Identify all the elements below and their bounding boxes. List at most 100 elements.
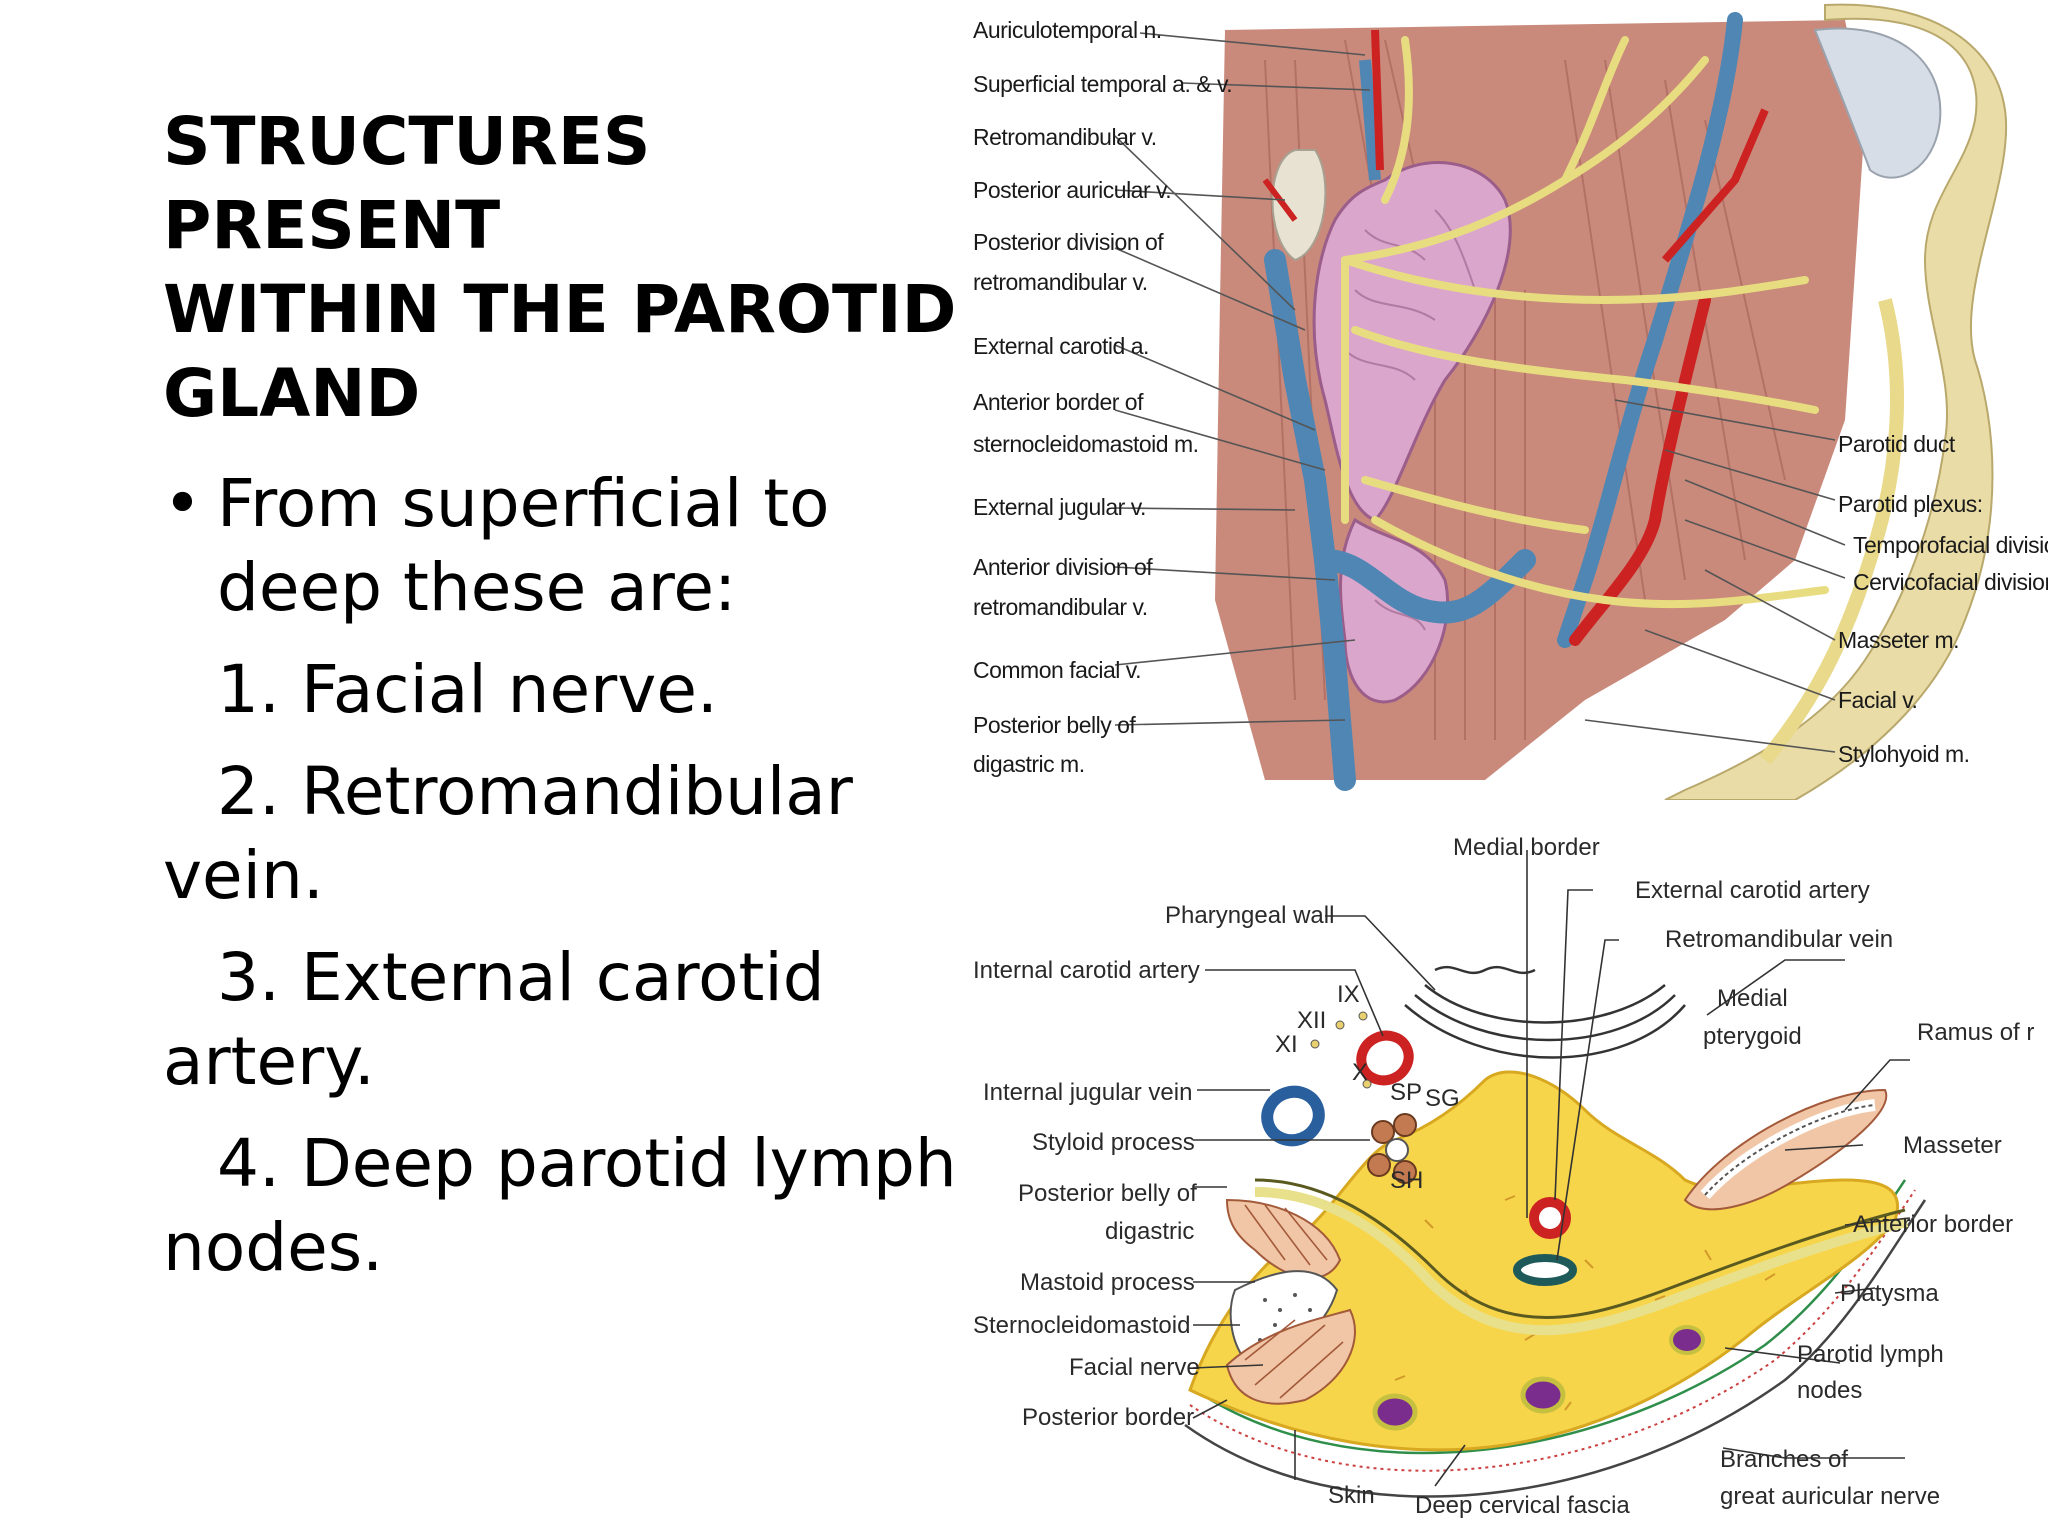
label-cervicofacial-division: Cervicofacial division	[1853, 569, 2048, 595]
left-leader-lines	[1114, 32, 1371, 726]
pharyngeal-wall	[1404, 965, 1686, 1059]
label-sp: SP	[1390, 1079, 1422, 1106]
skin-layer	[1184, 1199, 1927, 1498]
external-jugular-vein	[1264, 249, 1356, 791]
list-item-1-text: 1. Facial nerve.	[217, 651, 718, 728]
retromandibular-vein-ring	[1513, 1254, 1577, 1286]
label-parotid-lymph-2: nodes	[1797, 1377, 1862, 1404]
external-carotid-artery-ring	[1529, 1197, 1571, 1239]
label-stylohyoid-muscle: Stylohyoid m.	[1838, 741, 1970, 767]
label-medial-pterygoid-1: Medial	[1717, 985, 1788, 1012]
label-auriculotemporal-nerve: Auriculotemporal n.	[973, 17, 1162, 43]
label-sg: SG	[1425, 1085, 1460, 1112]
label-posterior-belly-2: digastric	[1105, 1218, 1194, 1245]
list-item-4-continuation: nodes.	[163, 1209, 384, 1286]
label-common-facial-vein: Common facial v.	[973, 657, 1141, 683]
slide-title: STRUCTURES PRESENT WITHIN THE PAROTID GL…	[163, 103, 957, 432]
label-temporofacial-division: Temporofacial division	[1853, 532, 2048, 558]
label-branches-1: Branches of	[1720, 1446, 1848, 1473]
facial-nerve-line-1	[1254, 1178, 1906, 1319]
label-posterior-belly-2: digastric m.	[973, 751, 1085, 777]
bullet-text-line-1: From superficial to	[217, 465, 830, 542]
label-retromandibular-vein: Retromandibular vein	[1665, 926, 1893, 953]
nose-cartilage	[1813, 27, 1942, 179]
internal-carotid-artery-ring	[1356, 1030, 1414, 1086]
label-parotid-duct: Parotid duct	[1838, 431, 1956, 457]
parotid-cross-section-figure: Medial border External carotid artery Re…	[965, 820, 2048, 1536]
list-item-3-text: 3. External carotid	[217, 939, 825, 1016]
label-internal-jugular-vein: Internal jugular vein	[983, 1079, 1192, 1106]
parotid-lymph-nodes	[1372, 1325, 1705, 1431]
skin-outline	[1664, 3, 2008, 800]
label-parotid-lymph-1: Parotid lymph	[1797, 1341, 1944, 1368]
label-masseter-muscle: Masseter m.	[1838, 627, 1959, 653]
bottom-leader-lines	[1192, 850, 1911, 1487]
label-medial-pterygoid-2: pterygoid	[1703, 1023, 1802, 1050]
cross-section-diagram: Medial border External carotid artery Re…	[973, 834, 2034, 1519]
label-facial-vein: Facial v.	[1838, 687, 1917, 713]
internal-jugular-vein-ring	[1261, 1085, 1325, 1147]
label-mastoid-process: Mastoid process	[1020, 1269, 1195, 1296]
list-item-3-continuation: artery.	[163, 1023, 375, 1100]
label-skin: Skin	[1328, 1482, 1375, 1509]
text-panel: STRUCTURES PRESENT WITHIN THE PAROTID GL…	[163, 100, 963, 1290]
label-anterior-division-2: retromandibular v.	[973, 594, 1148, 620]
list-item-2-text: 2. Retromandibular	[217, 753, 853, 830]
facial-vein	[1557, 12, 1743, 648]
bullet-symbol: •	[163, 465, 202, 542]
label-anterior-border: Anterior border	[1853, 1211, 2013, 1238]
list-item-4-text: 4. Deep parotid lymph	[217, 1125, 957, 1202]
facial-artery-branch	[1661, 108, 1769, 263]
label-parotid-plexus: Parotid plexus:	[1838, 491, 1983, 517]
superficial-temporal-vein	[1359, 59, 1381, 181]
label-platysma: Platysma	[1840, 1280, 1939, 1307]
label-cranial-nerve-xii: XII	[1297, 1007, 1326, 1034]
cranial-nerves	[1310, 1011, 1372, 1089]
label-posterior-division-1: Posterior division of	[973, 229, 1164, 255]
ramus-outline	[1704, 1104, 1876, 1196]
label-pharyngeal-wall: Pharyngeal wall	[1165, 902, 1334, 929]
label-posterior-belly-1: Posterior belly of	[1018, 1180, 1197, 1207]
label-anterior-border-1: Anterior border of	[973, 389, 1144, 415]
facial-nerve-plexus	[1341, 36, 1829, 609]
superficial-temporal-artery	[1371, 29, 1384, 171]
digastric-hatch	[1244, 1204, 1328, 1266]
list-item-4: 4. Deep parotid lymph nodes.	[163, 1122, 963, 1290]
platysma-layer	[1189, 1189, 1916, 1472]
list-item-3: 3. External carotid artery.	[163, 936, 963, 1104]
label-cranial-nerve-ix: IX	[1337, 981, 1360, 1008]
label-facial-nerve: Facial nerve	[1069, 1354, 1200, 1381]
right-leader-lines	[1584, 399, 1846, 753]
label-external-jugular-vein: External jugular v.	[973, 494, 1146, 520]
face-fascia	[1759, 298, 1904, 765]
label-sh: SH	[1390, 1167, 1423, 1194]
scm-hatch	[1244, 1319, 1344, 1399]
gland-lobules	[1344, 209, 1476, 631]
label-deep-cervical-fascia: Deep cervical fascia	[1415, 1492, 1630, 1519]
dissection-illustration: Auriculotemporal n. Superficial temporal…	[973, 3, 2048, 800]
parotid-dissection-figure: Auriculotemporal n. Superficial temporal…	[965, 0, 2048, 800]
label-posterior-belly-1: Posterior belly of	[973, 712, 1136, 738]
list-item-2: 2. Retromandibular vein.	[163, 750, 963, 918]
label-superficial-temporal: Superficial temporal a. & v.	[973, 71, 1232, 97]
styloid-complex	[1367, 1113, 1417, 1184]
list-item-2-continuation: vein.	[163, 837, 324, 914]
label-anterior-division-1: Anterior division of	[973, 554, 1153, 580]
label-masseter: Masseter	[1903, 1132, 2002, 1159]
label-retromandibular-vein: Retromandibular v.	[973, 124, 1157, 150]
label-sternocleidomastoid: Sternocleidomastoid	[973, 1312, 1190, 1339]
label-external-carotid-artery: External carotid artery	[1635, 877, 1870, 904]
label-posterior-border: Posterior border	[1022, 1404, 1194, 1431]
bullet-item: • From superficial to deep these are:	[163, 462, 963, 630]
slide-body: • From superficial to deep these are: 1.…	[163, 462, 963, 1290]
sternocleidomastoid-muscle	[1225, 1308, 1356, 1405]
label-external-carotid-artery: External carotid a.	[973, 333, 1149, 359]
label-anterior-border-2: sternocleidomastoid m.	[973, 431, 1199, 457]
ear	[1271, 149, 1327, 262]
label-internal-carotid-artery: Internal carotid artery	[973, 957, 1200, 984]
bullet-text-line-2: deep these are:	[217, 549, 737, 626]
list-item-1: 1. Facial nerve.	[163, 648, 963, 732]
common-facial-vein	[1314, 549, 1536, 624]
label-cranial-nerve-x: X	[1352, 1059, 1368, 1086]
label-ramus: Ramus of r	[1917, 1019, 2034, 1046]
